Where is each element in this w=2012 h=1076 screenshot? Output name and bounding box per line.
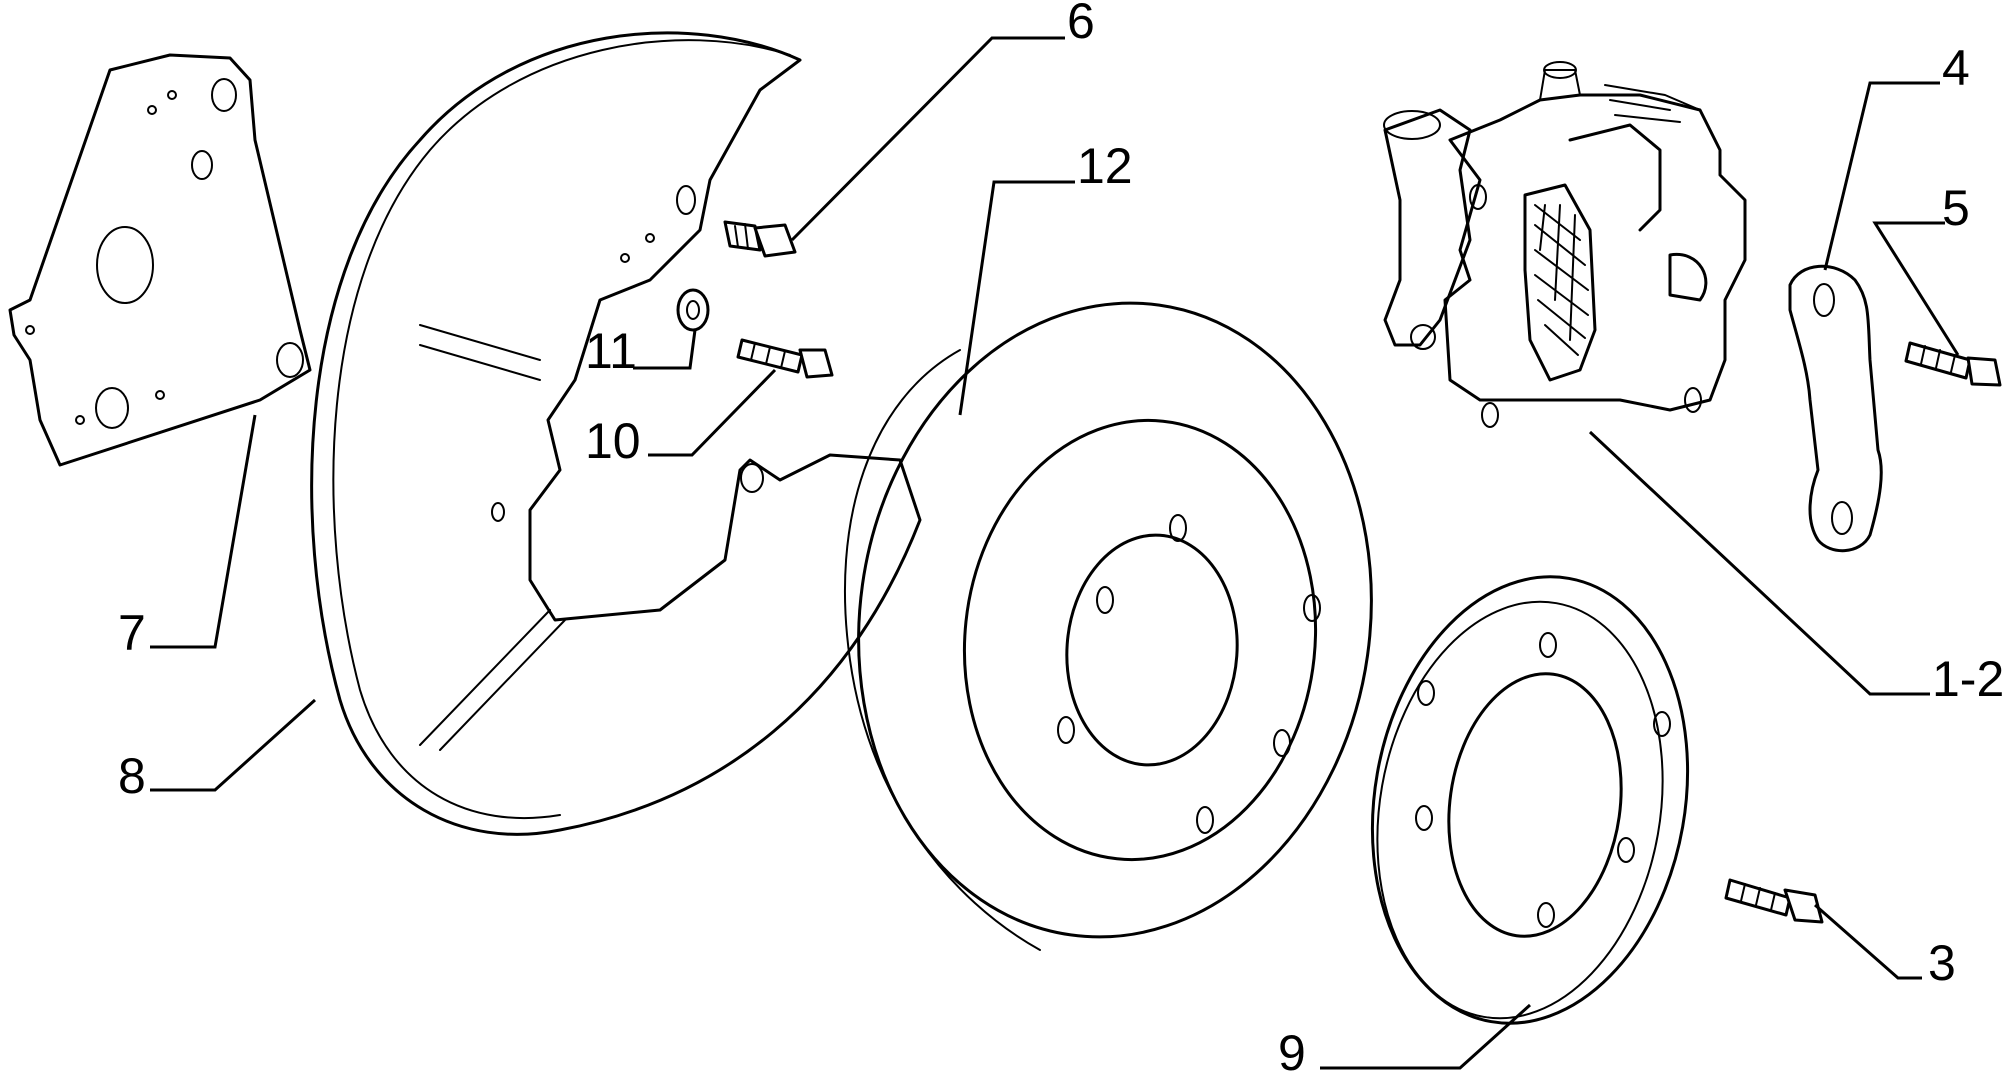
part-4-bracket (1788, 264, 1883, 553)
callout-7: 7 (118, 605, 146, 661)
part-11-washer (676, 288, 710, 332)
part-7-backing-plate (8, 53, 312, 467)
callout-11: 11 (585, 323, 637, 379)
leader-3 (1814, 903, 1922, 980)
callout-5: 5 (1942, 180, 1970, 236)
callout-labels: 6 12 4 5 11 10 7 8 1-2 3 9 (118, 0, 2004, 1076)
callout-8: 8 (118, 748, 146, 804)
callout-6: 6 (1067, 0, 1095, 49)
callout-12: 12 (1077, 138, 1133, 194)
leader-6 (790, 36, 1065, 242)
leader-8 (150, 698, 317, 792)
leader-5 (1872, 221, 1960, 356)
leader-7 (150, 414, 257, 649)
part-10-bolt (736, 338, 834, 379)
leader-10 (648, 368, 777, 457)
part-9-spacer-ring (1370, 575, 1690, 1025)
callout-3: 3 (1928, 935, 1956, 991)
leader-1-2 (1588, 430, 1930, 696)
leader-lines (150, 36, 1960, 1070)
part-1-2-caliper (1383, 61, 1747, 428)
part-8-dust-shield (310, 31, 922, 836)
leader-12 (958, 180, 1075, 416)
part-6-bolt (723, 220, 797, 258)
part-3-bolt (1724, 878, 1824, 924)
callout-1-2: 1-2 (1932, 651, 2004, 707)
callout-9: 9 (1278, 1025, 1306, 1076)
leader-4 (1823, 81, 1940, 271)
callout-10: 10 (585, 413, 641, 469)
part-5-bolt (1904, 341, 2002, 387)
part-12-brake-disc (844, 301, 1373, 951)
leader-9 (1320, 1003, 1532, 1070)
leader-11 (633, 329, 697, 370)
callout-4: 4 (1942, 40, 1970, 96)
